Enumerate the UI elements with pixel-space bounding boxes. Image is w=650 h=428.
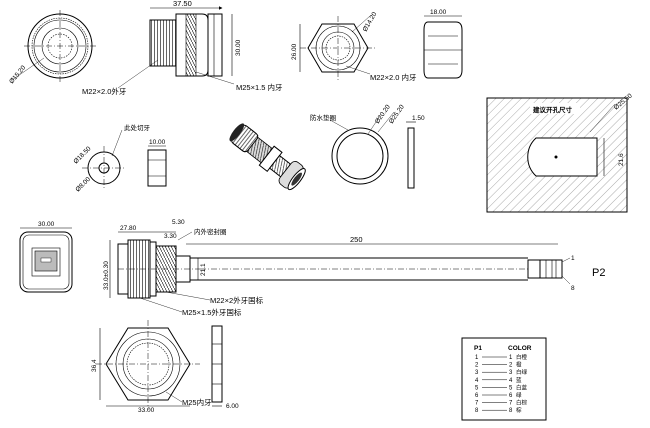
col-color-header: COLOR bbox=[508, 345, 532, 352]
dim-21-1-label: 21.1 bbox=[200, 263, 207, 276]
wire-color-cell: 绿 bbox=[516, 391, 522, 399]
connector-side-view: 37.50 30.00 M22×2.0外牙 M25×1.5 内牙 bbox=[82, 0, 283, 96]
m22-outer-thread-label: M22×2.0外牙 bbox=[82, 86, 127, 96]
wire-color-cell: 橙 bbox=[516, 361, 522, 369]
pin-p1-cell: 1 bbox=[475, 355, 479, 361]
nut-width-label: 33.00 bbox=[138, 407, 155, 414]
m25-outer-std-label: M25×1.5外牙国标 bbox=[182, 307, 242, 317]
thick-1-50-label: 1.50 bbox=[412, 115, 425, 122]
m22-inner-thread-label: M22×2.0 内牙 bbox=[370, 72, 417, 82]
width-18-00-label: 18.00 bbox=[430, 9, 447, 16]
dim-250-label: 250 bbox=[350, 235, 363, 244]
width-10-00-label: 10.00 bbox=[149, 139, 166, 146]
wire-color-cell: 白橙 bbox=[516, 353, 528, 361]
dia-25-20-label: Ø25.20 bbox=[388, 103, 406, 125]
rj45-front-view: 30.00 bbox=[19, 221, 73, 293]
dia-8-00-label: Ø8.00 bbox=[74, 176, 92, 194]
pin-p2-cell: 6 bbox=[509, 393, 513, 399]
isometric-part-view bbox=[229, 123, 306, 191]
pin-p1-cell: 6 bbox=[475, 393, 479, 399]
dim-5-30-label: 5.30 bbox=[172, 219, 185, 226]
inner-outer-seal-label: 内外密封圈 bbox=[194, 227, 227, 236]
waterproof-gasket-view: 防水垫圈 Ø20.20 Ø25.20 1.50 bbox=[310, 103, 425, 189]
pin-p2-cell: 5 bbox=[509, 385, 513, 391]
height-30-00-label: 30.00 bbox=[235, 39, 242, 56]
nut-thick-label: 6.00 bbox=[226, 403, 239, 410]
dia-18-50-label: Ø18.50 bbox=[72, 145, 92, 165]
wire-color-cell: 棕 bbox=[516, 406, 522, 414]
cable-assembly-view: 1 8 P2 250 27.80 5.30 3.30 内外密封圈 33.0±0.… bbox=[103, 219, 605, 317]
large-hex-nut-view: 36.4 33.00 M25内牙 bbox=[91, 320, 212, 414]
m25-nut-inner-label: M25内牙 bbox=[182, 397, 212, 407]
pin-p2-cell: 8 bbox=[509, 408, 513, 414]
panel-cut-label: 建议开孔尺寸 bbox=[532, 105, 573, 114]
height-26-00-label: 26.00 bbox=[291, 43, 298, 60]
dim-27-80-label: 27.80 bbox=[120, 225, 137, 232]
pin-8-label: 8 bbox=[571, 285, 575, 292]
dia-14-20-label: Ø14.20 bbox=[362, 11, 379, 33]
pin-p1-cell: 3 bbox=[475, 370, 479, 376]
m22-outer-std-label: M22×2外牙国标 bbox=[210, 295, 264, 305]
dim-33-0-label: 33.0±0.30 bbox=[103, 261, 110, 290]
width-37-50-label: 37.50 bbox=[173, 0, 192, 8]
pin-p1-cell: 2 bbox=[475, 363, 479, 369]
m25-inner-thread-label: M25×1.5 内牙 bbox=[236, 82, 283, 92]
pin-p2-cell: 3 bbox=[509, 370, 513, 376]
nut-height-label: 36.4 bbox=[91, 359, 98, 372]
col-p1-header: P1 bbox=[474, 345, 482, 352]
hex-nut-side-view: 18.00 bbox=[423, 9, 463, 79]
pin-p1-cell: 5 bbox=[475, 385, 479, 391]
wire-color-cell: 白蓝 bbox=[516, 383, 528, 391]
panel-cutout-view: 建议开孔尺寸 21.6 Ø25.50 bbox=[486, 92, 634, 213]
pin-p2-cell: 7 bbox=[509, 401, 513, 407]
pin-p2-cell: 2 bbox=[509, 363, 513, 369]
pin-p1-cell: 7 bbox=[475, 401, 479, 407]
dim-21-6-label: 21.6 bbox=[618, 153, 625, 166]
large-nut-side-view: 6.00 bbox=[211, 325, 239, 410]
pin-p1-cell: 4 bbox=[475, 378, 479, 384]
nut-ring-side-view: 10.00 bbox=[147, 139, 167, 187]
wire-color-cell: 白棕 bbox=[516, 399, 528, 407]
pin-p2-cell: 1 bbox=[509, 355, 513, 361]
pin-p1-cell: 8 bbox=[475, 408, 479, 414]
pin-1-label: 1 bbox=[571, 255, 575, 262]
width-30-00-label: 30.00 bbox=[38, 221, 55, 228]
waterproof-ring-label: 防水垫圈 bbox=[310, 113, 336, 122]
knurled-end-view: Ø15.20 bbox=[8, 10, 96, 85]
wire-color-cell: 蓝 bbox=[516, 376, 522, 384]
pin-p2-cell: 4 bbox=[509, 378, 513, 384]
cut-here-label: 此处切牙 bbox=[124, 123, 151, 132]
nut-ring-end-view: 此处切牙 Ø18.50 Ø8.00 bbox=[72, 123, 150, 193]
hex-nut-front-view: 26.00 Ø14.20 M22×2.0 内牙 bbox=[291, 11, 417, 82]
dia-15-20-label: Ø15.20 bbox=[8, 64, 27, 85]
wire-color-cell: 白绿 bbox=[516, 368, 528, 376]
p2-label: P2 bbox=[592, 267, 605, 279]
dim-3-30-label: 3.30 bbox=[164, 233, 177, 240]
